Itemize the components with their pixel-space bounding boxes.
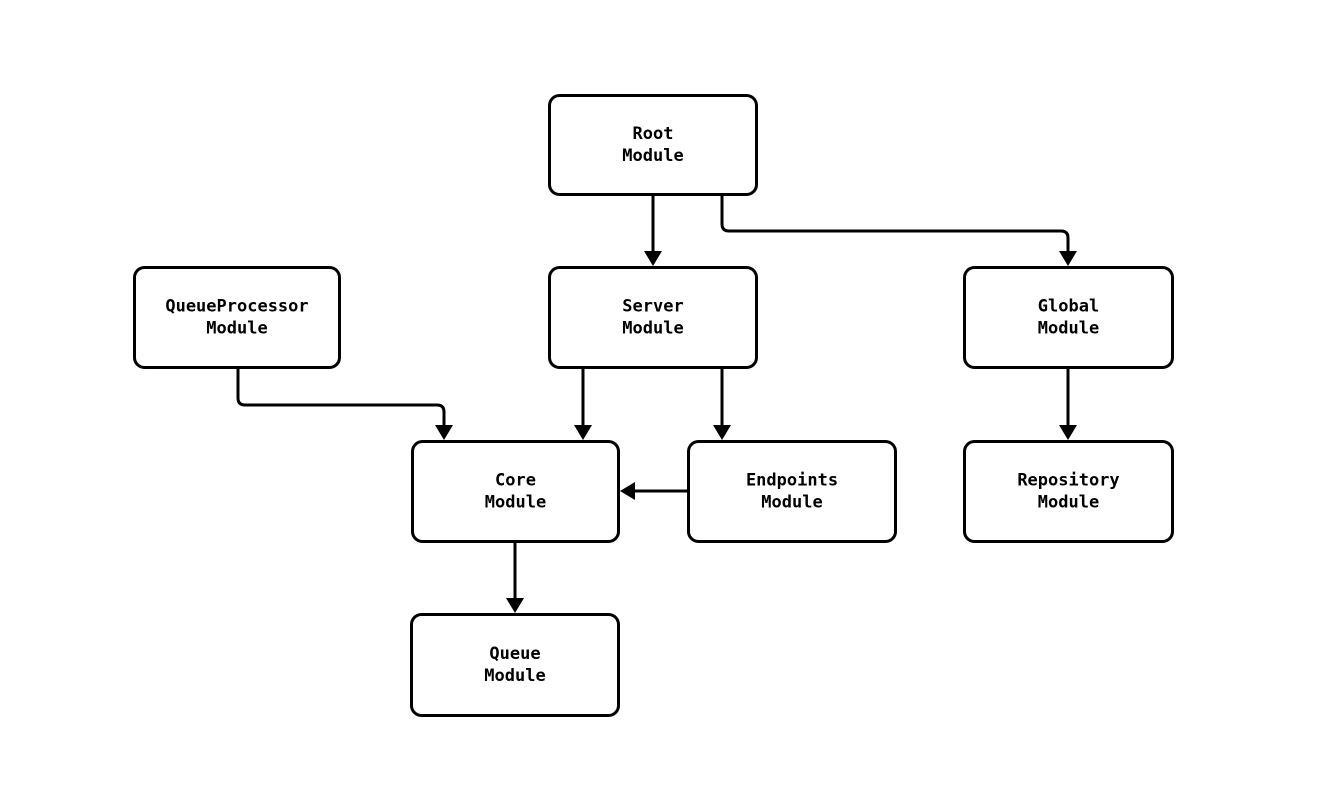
arrowhead-icon xyxy=(1059,251,1077,266)
node-box[interactable] xyxy=(687,440,897,543)
node-box[interactable] xyxy=(963,440,1174,543)
nodes-layer: RootModuleQueueProcessorModuleServerModu… xyxy=(133,94,1174,717)
node-label-line2: Module xyxy=(1038,493,1099,513)
arrowhead-icon xyxy=(713,425,731,440)
node-label-line2: Module xyxy=(206,319,267,339)
node-box[interactable] xyxy=(133,266,341,369)
node-box[interactable] xyxy=(963,266,1174,369)
node-label-line1: Repository xyxy=(1017,471,1119,491)
edge-queueprocessor-to-core xyxy=(236,369,453,440)
node-label-line2: Module xyxy=(622,319,683,339)
node-label-line1: Global xyxy=(1038,297,1099,317)
node-label-line1: QueueProcessor xyxy=(165,297,308,317)
node-label-line1: Root xyxy=(633,124,674,144)
arrowhead-icon xyxy=(574,425,592,440)
edge-server-to-endpoints xyxy=(713,369,731,440)
arrowhead-icon xyxy=(506,598,524,613)
node-label-line1: Queue xyxy=(489,644,540,664)
node-label-line2: Module xyxy=(485,493,546,513)
edge-endpoints-to-core xyxy=(620,482,687,500)
edge-root-to-server xyxy=(644,196,662,266)
edge-line xyxy=(236,369,446,426)
edge-server-to-core xyxy=(574,369,592,440)
node-label-line1: Core xyxy=(495,471,536,491)
node-label-line2: Module xyxy=(1038,319,1099,339)
arrowhead-icon xyxy=(1059,425,1077,440)
node-box[interactable] xyxy=(548,266,758,369)
edge-root-to-global xyxy=(720,196,1077,266)
edges-layer xyxy=(236,196,1077,613)
node-box[interactable] xyxy=(548,94,758,196)
node-label-line1: Server xyxy=(622,297,683,317)
node-label-line2: Module xyxy=(761,493,822,513)
node-box[interactable] xyxy=(411,440,620,543)
node-label-line2: Module xyxy=(622,146,683,166)
arrowhead-icon xyxy=(644,251,662,266)
node-label-line1: Endpoints xyxy=(746,471,838,491)
node-label-line2: Module xyxy=(484,666,545,686)
arrowhead-icon xyxy=(435,425,453,440)
edge-core-to-queue xyxy=(506,543,524,613)
node-box[interactable] xyxy=(410,613,620,717)
edge-global-to-repository xyxy=(1059,369,1077,440)
arrowhead-icon xyxy=(620,482,635,500)
edge-line xyxy=(720,196,1070,252)
